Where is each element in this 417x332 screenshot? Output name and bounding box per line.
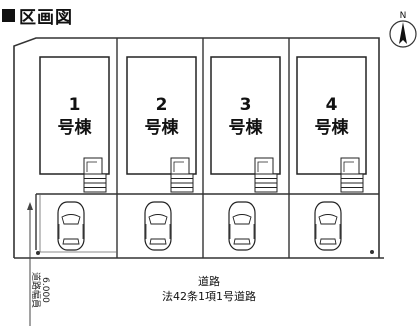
car-windshield xyxy=(148,214,168,225)
car-parking-icon xyxy=(144,201,172,251)
car-body xyxy=(228,201,256,251)
lot-4: 4号棟 xyxy=(296,56,367,251)
car-body xyxy=(144,201,172,251)
lot-number: 2 xyxy=(156,95,168,115)
car-body xyxy=(314,201,342,251)
lot-label: 号棟 xyxy=(145,117,180,138)
north-compass: N xyxy=(389,11,417,48)
lot-2: 2号棟 xyxy=(126,56,197,251)
door-swing-icon xyxy=(173,161,184,172)
car-body xyxy=(57,201,85,251)
title-square-icon xyxy=(2,8,15,22)
car-rear-window xyxy=(233,238,251,245)
plan-title-text: 区画図 xyxy=(19,7,73,28)
corner-mark-right xyxy=(370,250,374,254)
plan-title: 区画図 xyxy=(2,3,73,28)
lot-3: 3号棟 xyxy=(210,56,281,251)
door-swing-icon xyxy=(343,161,354,172)
car-parking-icon xyxy=(57,201,85,251)
door-swing-icon xyxy=(257,161,268,172)
site-boundary xyxy=(13,37,380,258)
door-swing-icon xyxy=(86,161,97,172)
lot-number: 4 xyxy=(326,95,338,115)
lot-number: 1 xyxy=(69,95,81,115)
house-footprint xyxy=(210,56,281,175)
car-rear-window xyxy=(319,238,337,245)
car-parking-icon xyxy=(228,201,256,251)
road-name: 道路 xyxy=(198,274,220,288)
car-windshield xyxy=(61,214,81,225)
north-arrow-icon xyxy=(399,22,407,44)
lot-label: 号棟 xyxy=(315,117,350,138)
road-width-value: 6.000 xyxy=(40,277,50,303)
corner-mark-left xyxy=(36,251,40,255)
car-rear-window xyxy=(62,238,80,245)
house-footprint xyxy=(126,56,197,175)
house-footprint xyxy=(39,56,110,175)
dimension-arrow-top xyxy=(27,202,33,210)
lot-label: 号棟 xyxy=(58,117,93,138)
compass-north-label: N xyxy=(400,11,407,21)
lot-1: 1号棟 xyxy=(39,56,110,251)
car-windshield xyxy=(318,214,338,225)
car-windshield xyxy=(232,214,252,225)
lot-label: 号棟 xyxy=(229,117,264,138)
lot-number: 3 xyxy=(240,95,252,115)
road-legal-basis: 法42条1項1号道路 xyxy=(162,289,256,303)
road-width-label: 道路幅員 xyxy=(30,272,42,308)
house-footprint xyxy=(296,56,367,175)
car-rear-window xyxy=(149,238,167,245)
car-parking-icon xyxy=(314,201,342,251)
